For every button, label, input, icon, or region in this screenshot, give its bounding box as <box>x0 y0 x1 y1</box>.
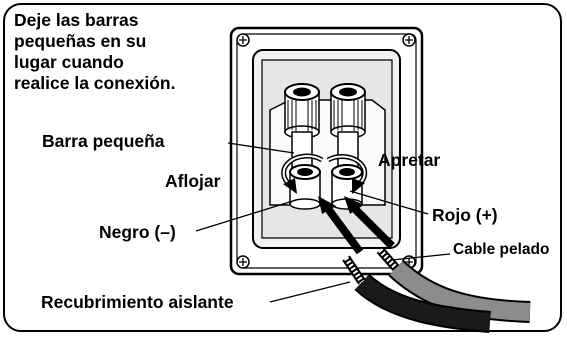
loosen-arrow-icon <box>281 153 324 194</box>
leader-lines <box>195 142 451 303</box>
insulation-label: Recubrimiento aislante <box>41 292 234 312</box>
small-bar-label: Barra pequeña <box>42 131 165 151</box>
insert-arrow-icon <box>344 196 395 249</box>
instruction-note-line: pequeñas en su <box>14 31 147 51</box>
black-terminal-label: Negro (–) <box>99 222 176 242</box>
tighten-label: Apretar <box>378 150 441 170</box>
cable-gray <box>376 247 531 323</box>
binding-post-upper-right <box>330 83 366 139</box>
insert-arrow-icon <box>318 196 364 255</box>
instruction-note: Deje las barras pequeñas en su lugar cua… <box>14 10 254 94</box>
instruction-note-line: lugar cuando <box>14 52 124 72</box>
screw-icon <box>236 33 250 47</box>
cable-dark <box>342 255 491 333</box>
red-terminal-label: Rojo (+) <box>432 205 498 225</box>
instruction-note-line: Deje las barras <box>14 10 139 30</box>
screw-icon <box>402 33 416 47</box>
stripped-cable-label: Cable pelado <box>453 241 550 258</box>
screw-icon <box>236 255 250 269</box>
instruction-note-line: realice la conexión. <box>14 73 176 93</box>
loosen-label: Aflojar <box>165 171 221 191</box>
binding-post-upper-left <box>284 83 320 139</box>
tighten-arrow-icon <box>326 153 368 194</box>
